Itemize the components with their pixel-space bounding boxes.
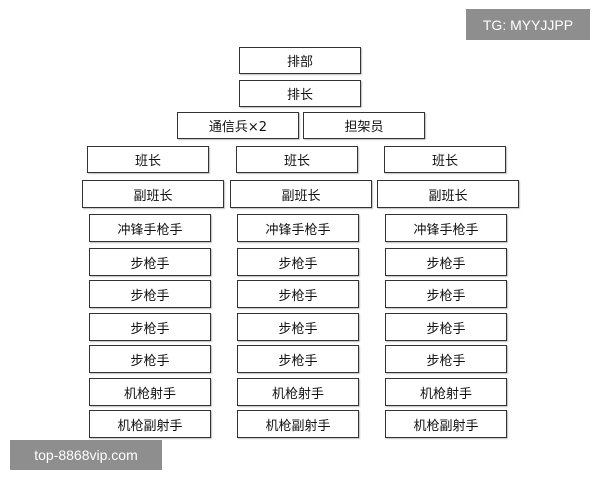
squad-2-member-6: 机枪射手 [237,378,359,406]
watermark-bottom: top-8868vip.com [10,440,162,470]
squad-3-member-5: 步枪手 [385,345,507,373]
squad-2-leader-box: 班长 [236,146,358,173]
squad-3-member-4: 步枪手 [385,313,507,341]
watermark-top: TG: MYYJJPP [466,9,590,40]
squad-2-member-5: 步枪手 [237,345,359,373]
squad-2-member-1: 冲锋手枪手 [237,214,359,242]
squad-1-member-4: 步枪手 [89,313,211,341]
squad-1-member-1: 冲锋手枪手 [89,214,211,242]
squad-2-member-2: 步枪手 [237,248,359,276]
squad-1-member-7: 机枪副射手 [89,410,211,438]
squad-1-member-2: 步枪手 [89,248,211,276]
squad-3-member-7: 机枪副射手 [385,410,507,438]
platoon-department-box: 排部 [239,47,361,74]
squad-1-leader-box: 班长 [87,146,209,173]
squad-1-deputy-box: 副班长 [82,180,224,208]
squad-1-member-6: 机枪射手 [89,378,211,406]
squad-2-member-7: 机枪副射手 [237,410,359,438]
squad-3-member-3: 步枪手 [385,280,507,308]
squad-2-deputy-box: 副班长 [230,180,372,208]
squad-3-member-2: 步枪手 [385,248,507,276]
squad-3-member-6: 机枪射手 [385,378,507,406]
stretcher-bearer-box: 担架员 [303,112,425,139]
squad-2-member-4: 步枪手 [237,313,359,341]
squad-2-member-3: 步枪手 [237,280,359,308]
squad-1-member-5: 步枪手 [89,345,211,373]
squad-3-leader-box: 班长 [384,146,506,173]
squad-1-member-3: 步枪手 [89,280,211,308]
squad-3-member-1: 冲锋手枪手 [385,214,507,242]
radioman-box: 通信兵×2 [177,112,299,139]
platoon-leader-box: 排长 [239,80,361,107]
squad-3-deputy-box: 副班长 [377,180,519,208]
